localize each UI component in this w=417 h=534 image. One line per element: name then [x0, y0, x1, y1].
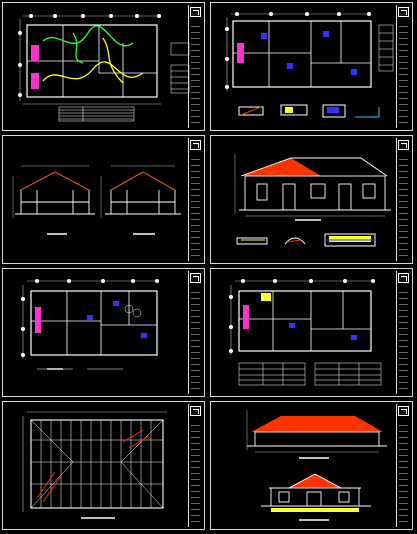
- elevation-with-details-drawing: [234, 154, 391, 247]
- drawing-sheet-1: [2, 2, 205, 131]
- drawing-sheet-4: [210, 135, 413, 264]
- title-block: [396, 138, 410, 261]
- title-block-lines: [399, 287, 408, 390]
- title-block: [188, 5, 202, 128]
- logo-icon: [398, 406, 409, 416]
- drawing-sheet-5: [2, 268, 205, 397]
- title-block: [188, 138, 202, 261]
- drawing-sheet-2: [210, 2, 413, 131]
- title-block-lines: [399, 21, 408, 124]
- installation-plan-drawing: [18, 14, 190, 122]
- title-block-lines: [191, 287, 200, 390]
- title-block: [396, 271, 410, 394]
- logo-icon: [190, 273, 201, 283]
- sections-drawing: [12, 165, 181, 235]
- roof-framing-drawing: [22, 411, 167, 519]
- logo-icon: [190, 7, 201, 17]
- title-block-lines: [191, 420, 200, 523]
- title-block: [396, 404, 410, 527]
- logo-icon: [190, 406, 201, 416]
- title-block-lines: [399, 420, 408, 523]
- title-block-lines: [399, 154, 408, 257]
- logo-icon: [190, 140, 201, 150]
- logo-icon: [398, 273, 409, 283]
- logo-icon: [398, 7, 409, 17]
- plan-with-details-drawing: [225, 12, 394, 118]
- title-block-lines: [191, 154, 200, 257]
- elevations-drawing: [246, 410, 387, 521]
- drawing-sheet-6: [210, 268, 413, 397]
- floor-plan-drawing: [21, 279, 159, 370]
- logo-icon: [398, 140, 409, 150]
- drawing-sheet-8: [210, 401, 413, 530]
- title-block: [396, 5, 410, 128]
- plan-with-schedules-drawing: [229, 279, 382, 386]
- drawing-sheet-7: [2, 401, 205, 530]
- drawing-sheet-3: [2, 135, 205, 264]
- title-block: [188, 404, 202, 527]
- title-block: [188, 271, 202, 394]
- title-block-lines: [191, 21, 200, 124]
